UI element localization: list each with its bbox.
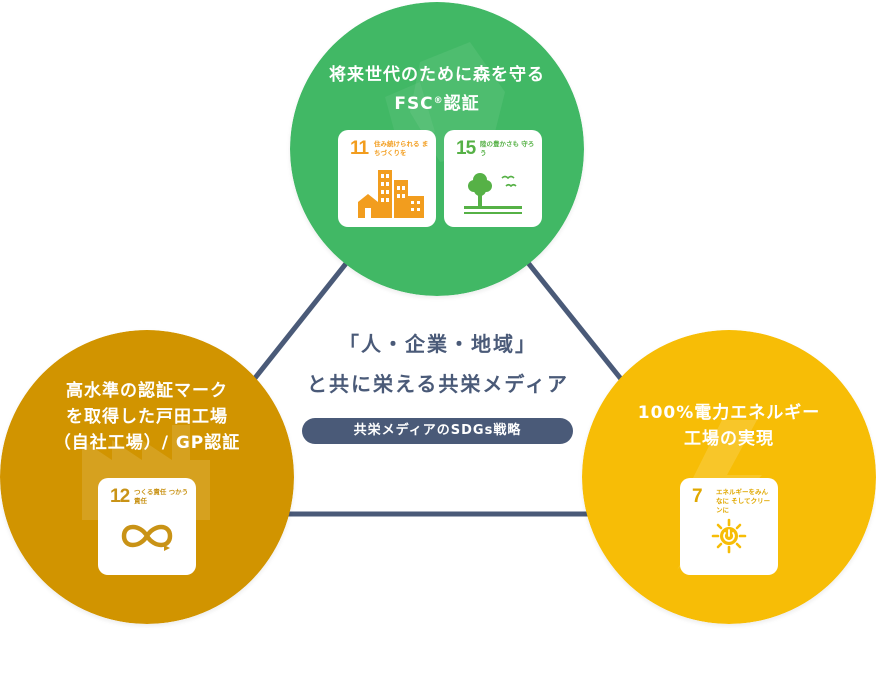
infinity-icon: [121, 524, 173, 551]
sdg-card-11: 11 住み続けられる まちづくりを: [338, 130, 436, 227]
factory-watermark-icon: [0, 330, 294, 624]
sdg-goal-text: 陸の豊かさも 守ろう: [480, 140, 535, 157]
sdg-card-12: 12 つくる責任 つかう責任: [98, 478, 196, 575]
fsc-title-line1: 将来世代のために森を守る: [329, 65, 545, 85]
sdg-number: 12: [110, 486, 130, 507]
gp-title-line2: を取得した戸田工場: [66, 407, 228, 427]
energy-title: 100%電力エネルギー 工場の実現: [582, 400, 876, 452]
gp-title: 高水準の認証マーク を取得した戸田工場 （自社工場）/ GP認証: [0, 378, 294, 456]
sdg-card-7: 7 エネルギーをみんなに そしてクリーンに: [680, 478, 778, 575]
sdg-goal-text: エネルギーをみんなに そしてクリーンに: [716, 488, 771, 514]
gp-title-line3: （自社工場）/ GP認証: [53, 433, 241, 453]
sdg-goal-text: 住み続けられる まちづくりを: [374, 140, 429, 157]
gp-certification-circle: 高水準の認証マーク を取得した戸田工場 （自社工場）/ GP認証 12 つくる責…: [0, 330, 294, 624]
sdg-number: 15: [456, 138, 476, 159]
energy-title-line2: 工場の実現: [684, 429, 774, 449]
fsc-registered-mark: ®: [433, 96, 444, 106]
fsc-title: 将来世代のために森を守る FSC®認証: [290, 62, 584, 117]
sdgs-strategy-badge: 共栄メディアのSDGs戦略: [302, 418, 573, 444]
fsc-title-certification: 認証: [443, 94, 480, 114]
energy-title-line1: 100%電力エネルギー: [637, 403, 821, 423]
fsc-circle: 将来世代のために森を守る FSC®認証 11 住み続けられる まちづくりを: [290, 2, 584, 296]
gp-title-line1: 高水準の認証マーク: [66, 381, 228, 401]
renewable-energy-circle: 100%電力エネルギー 工場の実現 7 エネルギーをみんなに そしてクリーンに: [582, 330, 876, 624]
sdg-card-15: 15 陸の豊かさも 守ろう: [444, 130, 542, 227]
lightning-watermark-icon: [582, 330, 876, 624]
sun-power-icon: [711, 518, 747, 554]
sdg-number: 11: [350, 138, 369, 159]
sdg-goal-text: つくる責任 つかう責任: [134, 488, 189, 505]
center-title-line2: と共に栄える共栄メディア: [307, 372, 569, 396]
fsc-title-fsc: FSC: [394, 94, 434, 114]
city-buildings-icon: [358, 170, 424, 218]
fsc-title-line2: FSC®認証: [290, 88, 584, 117]
sdg-number: 7: [692, 486, 703, 507]
center-title-line1: 「人・企業・地域」: [339, 332, 537, 356]
tree-birds-icon: [464, 173, 522, 214]
